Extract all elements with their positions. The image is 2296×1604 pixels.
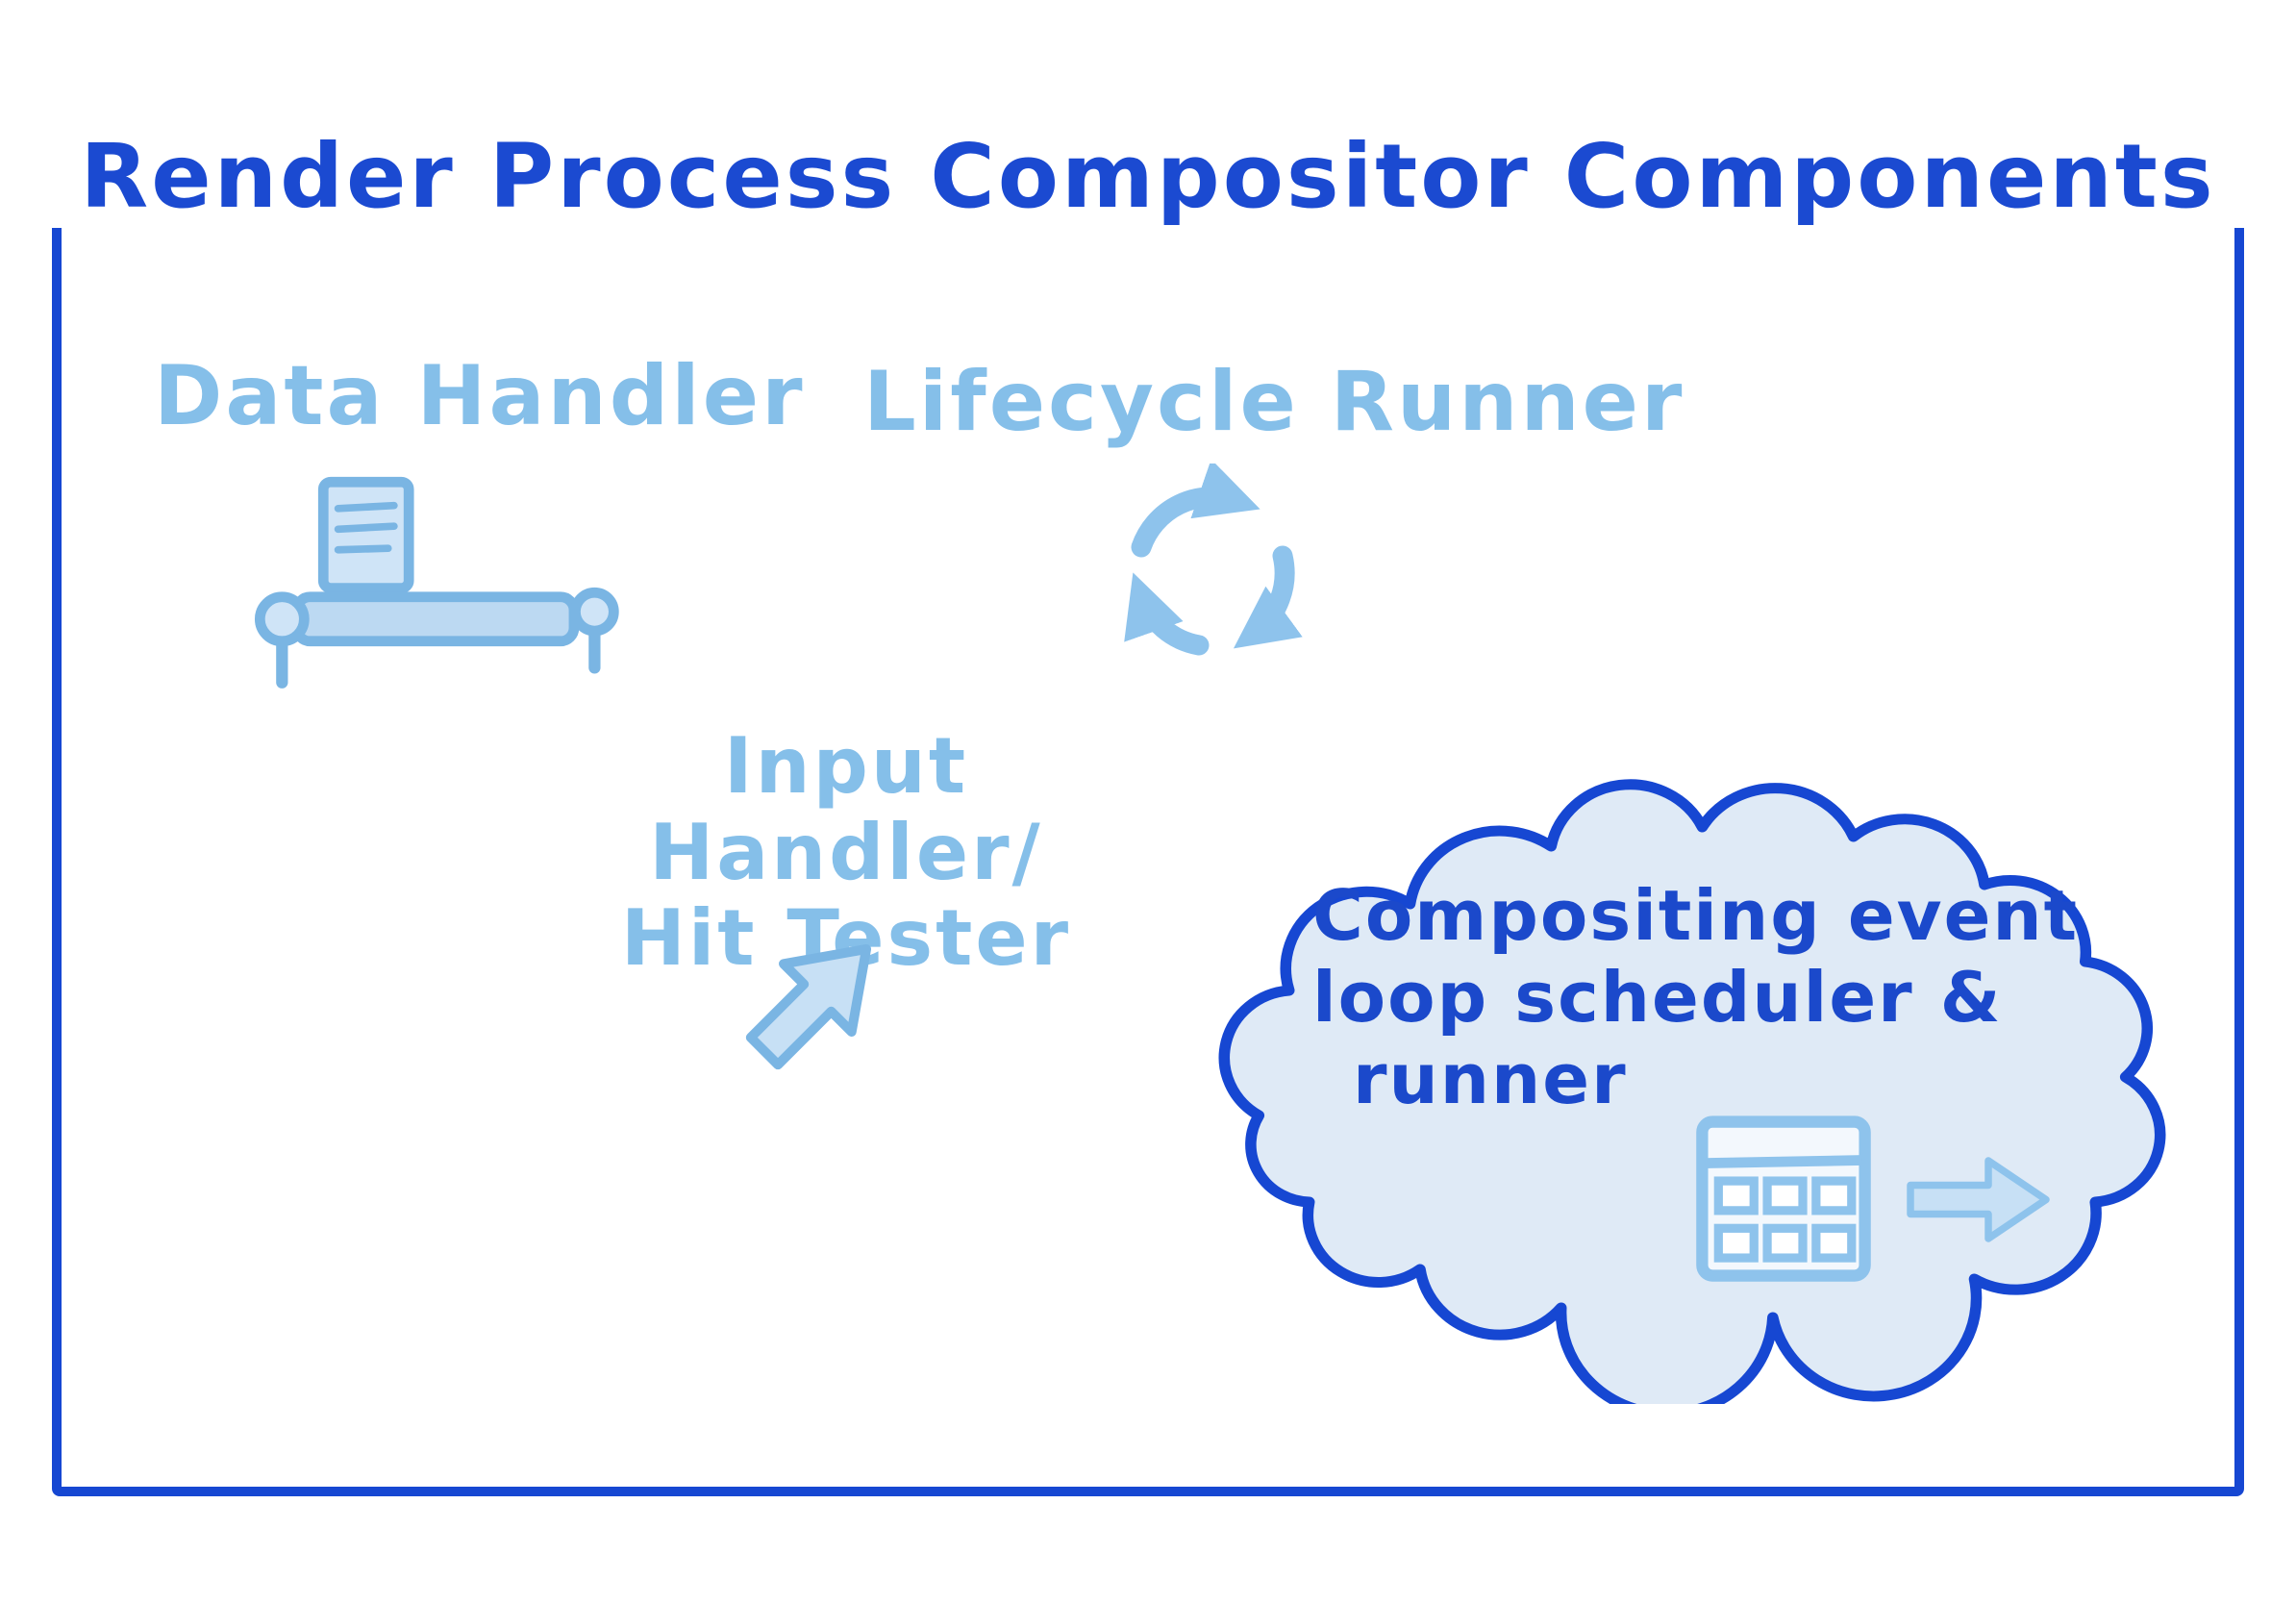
input-handler-label-line1: Input Handler/ [649, 721, 1043, 897]
diagram-title: Render Process Compositor Components [34, 125, 2262, 228]
cycle-arrows-icon [1104, 459, 1320, 680]
lifecycle-runner-label: Lifecycle Runner [863, 354, 1685, 450]
right-arrow-icon [1899, 1149, 2058, 1250]
scheduler-cloud: Compositing event loop scheduler & runne… [1168, 731, 2216, 1404]
calendar-grid-icon [1687, 1101, 1880, 1293]
cursor-arrow-icon [719, 904, 911, 1096]
data-handler-label: Data Handler [154, 348, 806, 444]
conveyor-scanner-icon [252, 473, 636, 694]
cloud-text-line2: loop scheduler & [1312, 956, 2003, 1038]
cloud-text-line3: runner [1353, 1038, 1628, 1119]
scheduler-cloud-text: Compositing event loop scheduler & runne… [1312, 875, 2120, 1120]
cloud-text-line1: Compositing event [1312, 875, 2080, 956]
cloud-outline [1218, 779, 2166, 1404]
